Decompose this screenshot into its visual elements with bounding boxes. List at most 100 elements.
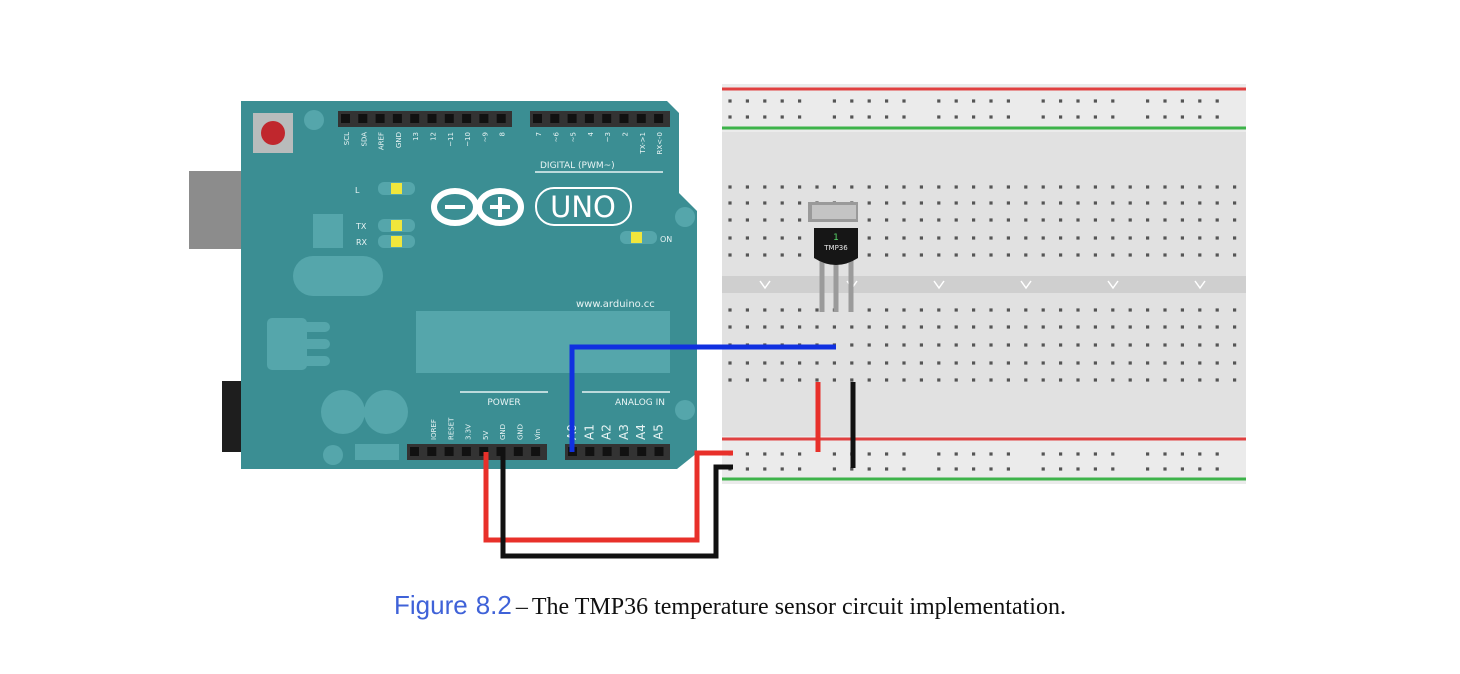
breadboard-hole[interactable] [972,343,976,347]
breadboard-hole[interactable] [1076,378,1080,382]
breadboard-hole[interactable] [1111,361,1115,365]
breadboard-hole[interactable] [1198,253,1202,257]
breadboard-hole[interactable] [1093,467,1097,471]
breadboard-hole[interactable] [919,218,923,222]
breadboard-hole[interactable] [832,99,836,103]
breadboard-hole[interactable] [780,253,784,257]
breadboard-hole[interactable] [763,253,767,257]
breadboard-hole[interactable] [1163,201,1167,205]
breadboard-hole[interactable] [798,236,802,240]
header-pin[interactable] [550,114,560,123]
breadboard-hole[interactable] [798,467,802,471]
breadboard-hole[interactable] [885,201,889,205]
breadboard-hole[interactable] [919,185,923,189]
breadboard-hole[interactable] [780,378,784,382]
breadboard-hole[interactable] [954,185,958,189]
breadboard-hole[interactable] [972,236,976,240]
breadboard-hole[interactable] [1059,361,1063,365]
breadboard-hole[interactable] [1093,185,1097,189]
breadboard-hole[interactable] [1146,308,1150,312]
breadboard-hole[interactable] [902,99,906,103]
header-pin[interactable] [619,447,629,456]
breadboard-hole[interactable] [1146,361,1150,365]
breadboard-hole[interactable] [745,185,749,189]
header-pin[interactable] [427,114,437,123]
breadboard-hole[interactable] [1059,467,1063,471]
breadboard-hole[interactable] [1024,361,1028,365]
breadboard-hole[interactable] [745,201,749,205]
breadboard-hole[interactable] [1146,253,1150,257]
breadboard-hole[interactable] [745,452,749,456]
breadboard-hole[interactable] [885,325,889,329]
breadboard-hole[interactable] [937,361,941,365]
breadboard-hole[interactable] [1198,452,1202,456]
breadboard-hole[interactable] [885,361,889,365]
breadboard-hole[interactable] [763,236,767,240]
breadboard-hole[interactable] [885,467,889,471]
breadboard-hole[interactable] [1076,325,1080,329]
breadboard-hole[interactable] [798,361,802,365]
breadboard-hole[interactable] [954,253,958,257]
header-pin[interactable] [496,447,506,456]
breadboard-hole[interactable] [815,185,819,189]
breadboard-hole[interactable] [954,218,958,222]
breadboard-hole[interactable] [1024,378,1028,382]
breadboard-hole[interactable] [1111,452,1115,456]
breadboard-hole[interactable] [937,201,941,205]
breadboard-hole[interactable] [902,467,906,471]
breadboard-hole[interactable] [902,325,906,329]
breadboard-hole[interactable] [1233,201,1237,205]
breadboard-hole[interactable] [850,115,854,119]
breadboard-hole[interactable] [1215,467,1219,471]
breadboard-hole[interactable] [1128,343,1132,347]
breadboard-hole[interactable] [972,325,976,329]
breadboard-hole[interactable] [1093,253,1097,257]
breadboard-hole[interactable] [1006,218,1010,222]
header-pin[interactable] [602,114,612,123]
breadboard-hole[interactable] [1215,378,1219,382]
breadboard-hole[interactable] [902,253,906,257]
breadboard-hole[interactable] [1233,185,1237,189]
breadboard-hole[interactable] [972,99,976,103]
breadboard-hole[interactable] [1093,452,1097,456]
breadboard-hole[interactable] [780,361,784,365]
breadboard-hole[interactable] [1180,378,1184,382]
breadboard-hole[interactable] [972,253,976,257]
breadboard-hole[interactable] [745,361,749,365]
breadboard-hole[interactable] [1006,378,1010,382]
breadboard-hole[interactable] [1198,185,1202,189]
breadboard-hole[interactable] [1233,378,1237,382]
header-pin[interactable] [531,447,541,456]
header-pin[interactable] [585,447,595,456]
header-pin[interactable] [427,447,437,456]
breadboard-hole[interactable] [850,325,854,329]
breadboard-hole[interactable] [728,253,732,257]
header-pin[interactable] [602,447,612,456]
breadboard-hole[interactable] [798,201,802,205]
breadboard-hole[interactable] [1233,308,1237,312]
breadboard-hole[interactable] [728,99,732,103]
breadboard-hole[interactable] [1093,201,1097,205]
breadboard-hole[interactable] [1198,308,1202,312]
breadboard-hole[interactable] [972,308,976,312]
breadboard-hole[interactable] [989,218,993,222]
header-pin[interactable] [444,114,454,123]
breadboard-hole[interactable] [867,201,871,205]
breadboard-hole[interactable] [1146,452,1150,456]
header-pin[interactable] [584,114,594,123]
breadboard-hole[interactable] [832,467,836,471]
breadboard-hole[interactable] [937,378,941,382]
breadboard-hole[interactable] [1215,236,1219,240]
header-pin[interactable] [410,447,419,456]
breadboard-hole[interactable] [1111,378,1115,382]
breadboard-hole[interactable] [1111,99,1115,103]
breadboard-hole[interactable] [867,361,871,365]
breadboard-hole[interactable] [1006,325,1010,329]
breadboard-hole[interactable] [989,253,993,257]
breadboard-hole[interactable] [919,308,923,312]
breadboard-hole[interactable] [798,185,802,189]
breadboard-hole[interactable] [1111,253,1115,257]
breadboard-hole[interactable] [954,201,958,205]
breadboard-hole[interactable] [1041,378,1045,382]
breadboard-hole[interactable] [1111,343,1115,347]
